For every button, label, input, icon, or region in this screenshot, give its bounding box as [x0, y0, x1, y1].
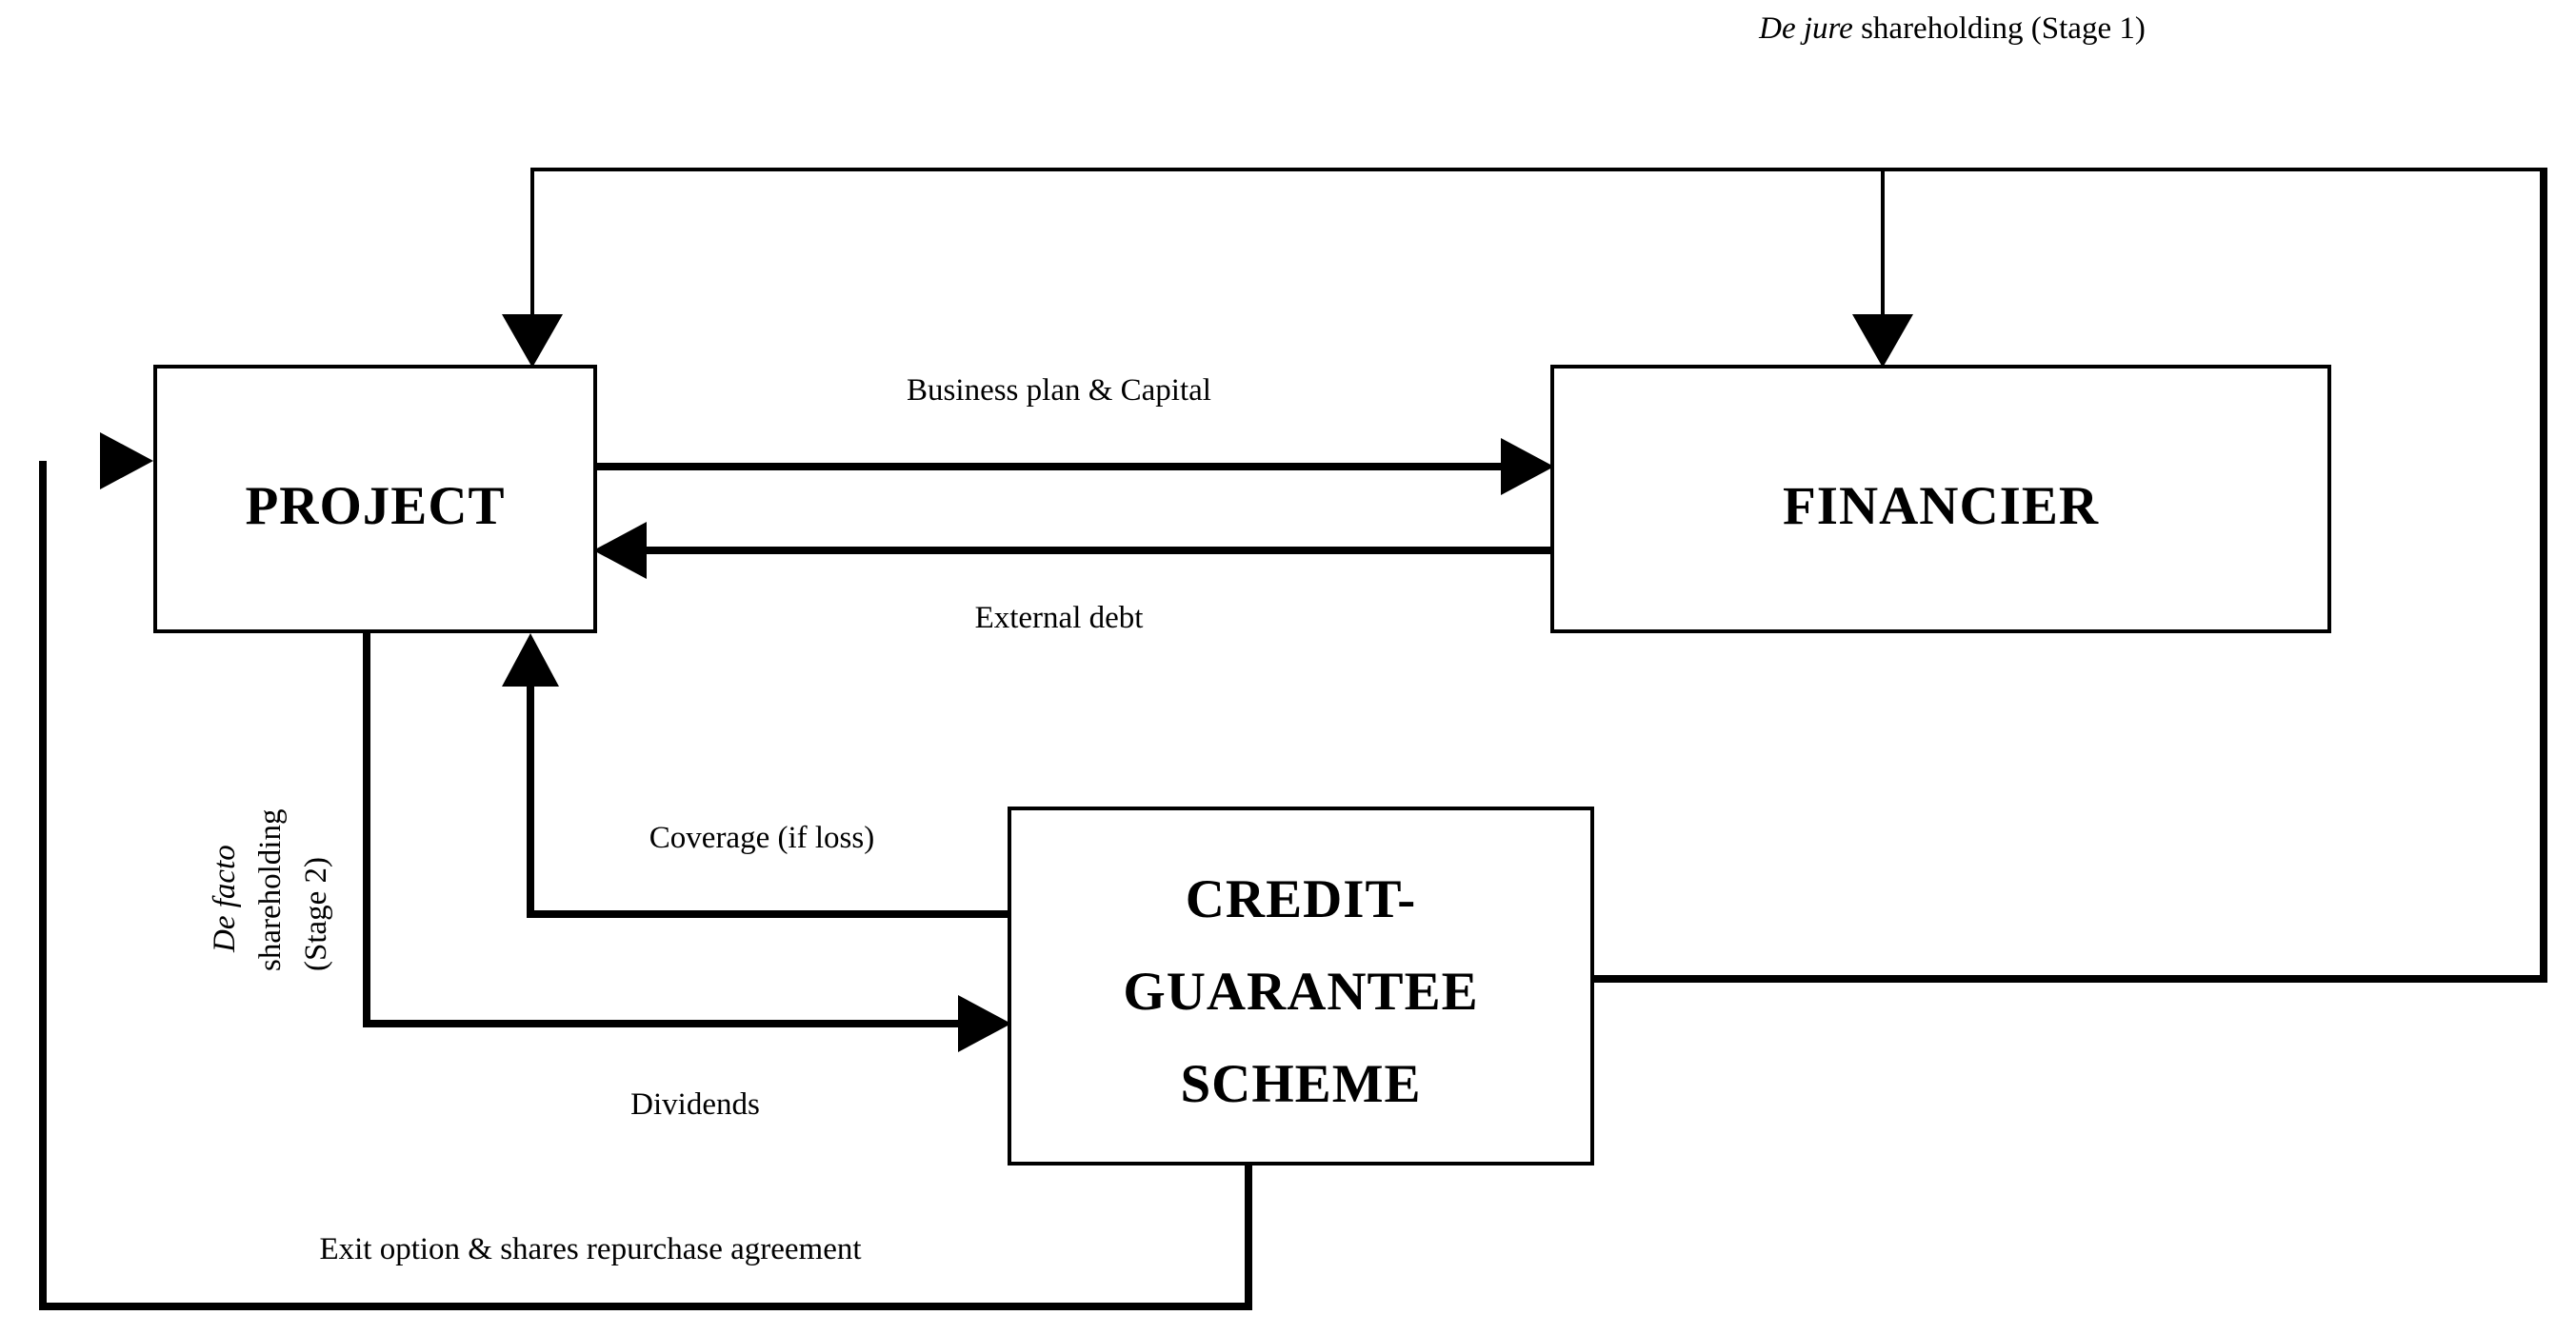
edge-dividends-label: Dividends — [630, 1087, 760, 1122]
edge-de-facto-group-2: shareholding — [253, 809, 288, 971]
arrowhead-into-financier-top — [1852, 314, 1913, 368]
arrowhead-into-project-top — [502, 314, 563, 368]
edge-de-facto-label-line1: De facto — [208, 845, 242, 953]
edge-external-debt-label: External debt — [975, 601, 1144, 635]
arrowhead-into-financier-left — [1501, 438, 1554, 495]
node-financier[interactable] — [1550, 365, 2331, 633]
edge-coverage-label: Coverage (if loss) — [649, 821, 874, 855]
arrowhead-into-project-left-exit — [100, 432, 153, 489]
node-credit-guarantee-scheme[interactable] — [1008, 807, 1594, 1166]
node-project-label: PROJECT — [245, 476, 505, 536]
arrowhead-into-project-bottom-coverage — [502, 633, 559, 687]
edge-dividends-line — [363, 631, 981, 1027]
node-project[interactable] — [153, 365, 597, 633]
edge-de-facto-group: De facto — [208, 845, 242, 953]
edge-business-plan-label: Business plan & Capital — [907, 373, 1211, 408]
node-cgs-label-line1: CREDIT- — [1186, 869, 1416, 929]
node-cgs-label-line3: SCHEME — [1180, 1054, 1421, 1114]
edge-coverage-line — [527, 667, 1009, 918]
edge-de-facto-label-line2: shareholding — [253, 809, 288, 971]
edge-exit-option-line — [39, 461, 1252, 1310]
node-financier-label: FINANCIER — [1783, 476, 2099, 536]
edge-de-facto-label-line3: (Stage 2) — [299, 857, 333, 971]
node-cgs-label-line2: GUARANTEE — [1123, 962, 1478, 1022]
arrowhead-into-project-right — [593, 522, 647, 579]
diagram-title-italic: De jure — [1758, 11, 1853, 46]
edge-de-facto-group-3: (Stage 2) — [299, 857, 333, 971]
diagram-title-rest: shareholding (Stage 1) — [1853, 11, 2146, 46]
diagram-title: De jure shareholding (Stage 1) — [1758, 11, 2146, 46]
edge-exit-option-label: Exit option & shares repurchase agreemen… — [319, 1232, 861, 1266]
arrowhead-into-cgs-left-dividends — [958, 995, 1011, 1052]
